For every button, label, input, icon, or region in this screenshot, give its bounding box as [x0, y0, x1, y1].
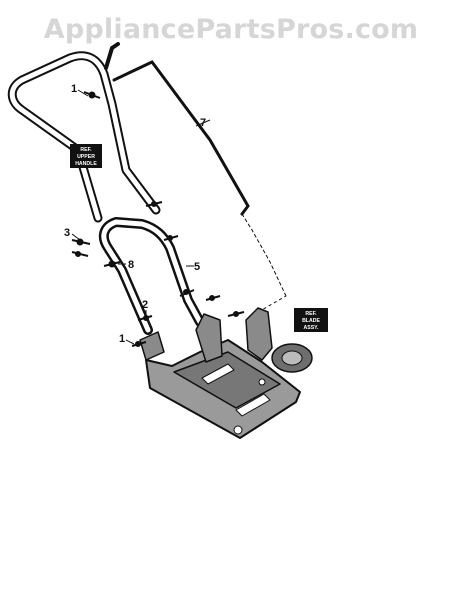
hardware-bolts	[71, 91, 245, 347]
ref-blade-assy-tag: REF. BLADE ASSY.	[294, 308, 328, 332]
callout-1-upper: 1	[71, 83, 77, 95]
tag-line: ASSY.	[304, 325, 320, 331]
ref-upper-handle-tag: REF. UPPER HANDLE	[70, 144, 102, 168]
callout-1-lower: 1	[119, 333, 125, 345]
deck-base	[139, 307, 313, 439]
lower-handle	[98, 217, 205, 335]
callout-7: 7	[200, 117, 206, 129]
tag-line: BLADE	[302, 318, 320, 324]
callout-2: 2	[142, 299, 148, 311]
callout-leaders	[71, 89, 211, 345]
tag-line: UPPER	[77, 154, 95, 160]
tag-line: REF.	[305, 311, 317, 317]
site-watermark: AppliancePartsPros.com	[43, 14, 419, 45]
callout-8: 8	[128, 259, 134, 271]
callout-3: 3	[64, 227, 70, 239]
tag-line: REF.	[80, 147, 92, 153]
callout-5: 5	[194, 261, 200, 273]
upper-handle	[7, 51, 161, 223]
tag-line: HANDLE	[75, 161, 97, 167]
control-cable	[104, 42, 287, 297]
